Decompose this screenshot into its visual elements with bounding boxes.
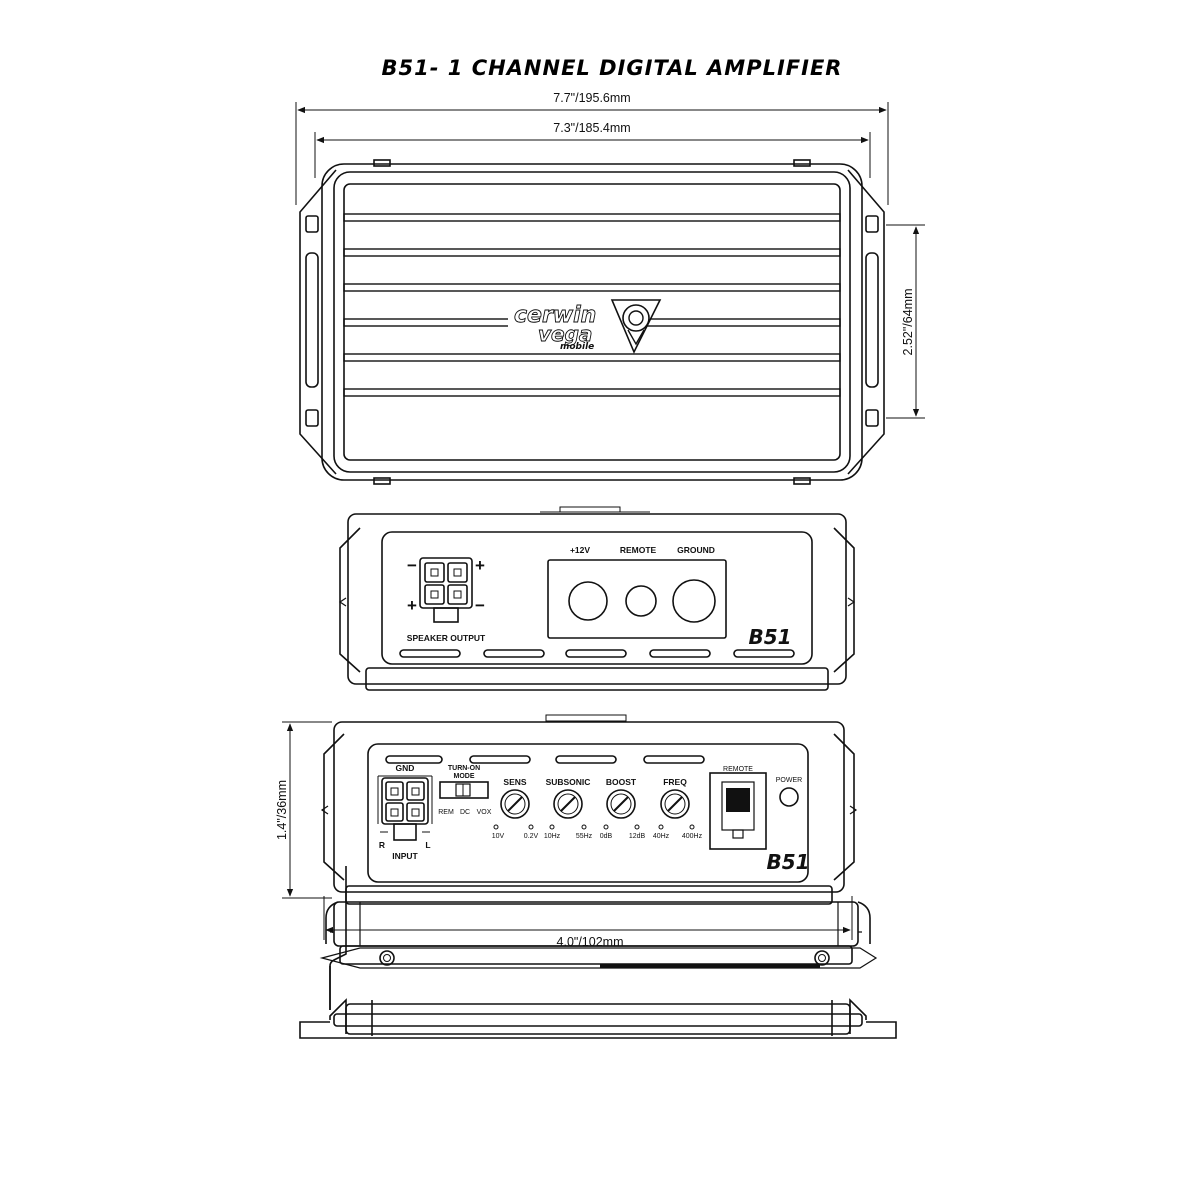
speaker-polarity-bottom-left: + xyxy=(407,596,417,615)
control-face-plate xyxy=(367,743,809,883)
boost-label: BOOST xyxy=(606,777,637,787)
sens-label: SENS xyxy=(503,777,526,787)
sens-max-label: 0.2V xyxy=(524,833,539,840)
plus-12v-terminal xyxy=(568,581,608,621)
left-mounting-flange xyxy=(299,169,337,475)
speaker-polarity-bottom-right: − xyxy=(475,596,485,615)
freq-max-label: 400Hz xyxy=(682,833,703,840)
side-heatsink xyxy=(333,901,859,947)
mode-option-dc: DC xyxy=(460,809,470,816)
gnd-label: GND xyxy=(396,763,415,773)
speaker-polarity-top-left: − xyxy=(407,556,417,575)
top-view: 7.7"/195.6mm 7.3"/185.4mm 2.52"/64mm xyxy=(295,91,925,485)
overall-width-dimension xyxy=(295,102,889,205)
freq-label: FREQ xyxy=(663,777,687,787)
subsonic-max-label: 55Hz xyxy=(576,833,593,840)
power-end-view: − + + − SPEAKER OUTPUT +12V REMOTE GROUN… xyxy=(338,506,856,691)
brand-logo: cerwin vega mobile xyxy=(508,299,662,354)
input-l-label: L xyxy=(425,840,430,850)
depth-dimension xyxy=(323,896,853,940)
power-panel-model: B51 xyxy=(748,625,791,649)
remote-terminal xyxy=(625,585,657,617)
body-width-label: 7.3"/185.4mm xyxy=(553,121,630,135)
mode-option-rem: REM xyxy=(438,809,454,816)
sens-knob[interactable] xyxy=(493,789,534,830)
input-connector xyxy=(381,777,429,841)
mode-option-vox: VOX xyxy=(477,809,492,816)
input-label: INPUT xyxy=(392,851,418,861)
power-terminal-block xyxy=(547,559,727,639)
freq-min-label: 40Hz xyxy=(653,833,670,840)
remote-port[interactable] xyxy=(709,772,767,850)
sens-min-label: 10V xyxy=(492,833,505,840)
control-panel-model: B51 xyxy=(766,850,809,874)
boost-max-label: 12dB xyxy=(629,833,646,840)
overall-width-label: 7.7"/195.6mm xyxy=(553,91,630,105)
power-led xyxy=(779,787,799,807)
svg-text:vega: vega xyxy=(538,322,592,346)
ground-terminal-label: GROUND xyxy=(677,545,715,555)
subsonic-label: SUBSONIC xyxy=(546,777,591,787)
boost-knob[interactable] xyxy=(603,789,640,830)
speaker-output-connector xyxy=(419,557,473,623)
boost-min-label: 0dB xyxy=(600,833,613,840)
left-mount-slot xyxy=(305,252,319,388)
side-screw-left xyxy=(379,950,395,966)
remote-port-label: REMOTE xyxy=(723,766,753,773)
ground-terminal xyxy=(672,579,716,623)
side-screw-right xyxy=(814,950,830,966)
speaker-output-label: SPEAKER OUTPUT xyxy=(407,633,486,643)
body-width-dimension xyxy=(314,132,871,178)
svg-text:cerwin: cerwin xyxy=(514,303,596,328)
amplifier-body-outline xyxy=(321,163,863,481)
side-view xyxy=(299,866,897,1039)
control-end-view: 1.4"/36mm 4.0"/102mm GND xyxy=(275,714,858,949)
svg-text:mobile: mobile xyxy=(560,342,594,352)
power-led-label: POWER xyxy=(776,777,802,784)
depth-label: 4.0"/102mm xyxy=(557,935,624,949)
subsonic-min-label: 10Hz xyxy=(544,833,561,840)
height-label: 1.4"/36mm xyxy=(275,780,289,840)
freq-knob[interactable] xyxy=(658,789,695,830)
turn-on-mode-label-line1: TURN-ON xyxy=(448,765,480,772)
input-r-label: R xyxy=(379,840,385,850)
subsonic-knob[interactable] xyxy=(549,789,587,830)
speaker-polarity-top-right: + xyxy=(475,556,485,575)
drawing-title: B51- 1 CHANNEL DIGITAL AMPLIFIER xyxy=(382,56,843,80)
power-face-plate xyxy=(381,531,813,665)
right-mount-slot xyxy=(865,252,879,388)
mount-spacing-dimension xyxy=(886,224,925,419)
remote-terminal-label: REMOTE xyxy=(620,545,657,555)
turn-on-mode-switch[interactable] xyxy=(439,781,489,799)
right-mounting-flange xyxy=(847,169,885,475)
plus-12v-label: +12V xyxy=(570,545,590,555)
turn-on-mode-label-line2: MODE xyxy=(454,773,475,780)
mount-spacing-label: 2.52"/64mm xyxy=(901,289,915,356)
